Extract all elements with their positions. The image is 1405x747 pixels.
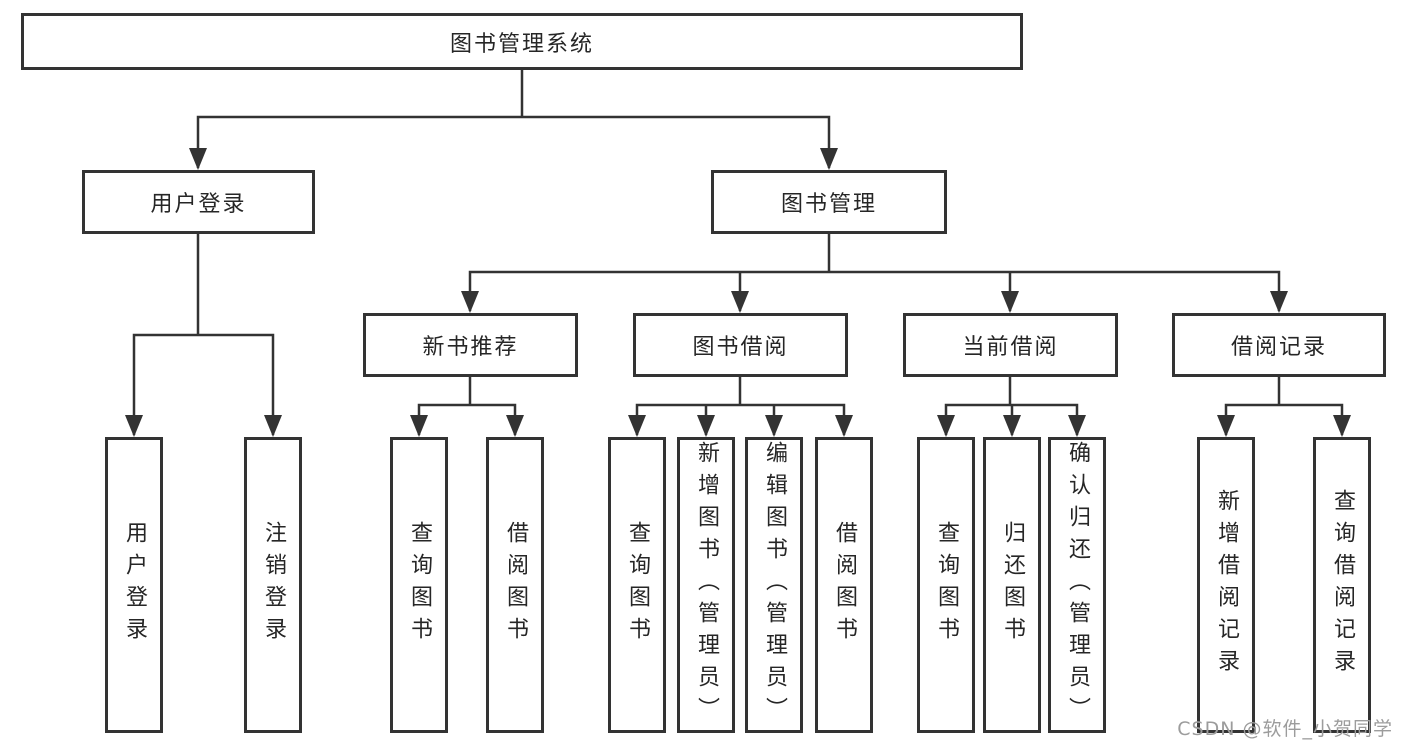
leaf-query-books-recommend: 查询图书: [390, 437, 448, 733]
node-book-borrowing: 图书借阅: [633, 313, 848, 377]
node-current-borrowing: 当前借阅: [903, 313, 1118, 377]
node-user-login: 用户登录: [82, 170, 315, 234]
leaf-add-books-admin: 新增图书（管理员）: [677, 437, 735, 733]
leaf-edit-books-admin: 编辑图书（管理员）: [745, 437, 803, 733]
leaf-query-books-current: 查询图书: [917, 437, 975, 733]
node-library-management-system: 图书管理系统: [21, 13, 1023, 70]
leaf-add-borrow-record: 新增借阅记录: [1197, 437, 1255, 733]
leaf-borrow-books: 借阅图书: [815, 437, 873, 733]
leaf-return-books: 归还图书: [983, 437, 1041, 733]
node-new-book-recommendation: 新书推荐: [363, 313, 578, 377]
leaf-query-borrow-record: 查询借阅记录: [1313, 437, 1371, 733]
leaf-confirm-return-admin: 确认归还（管理员）: [1048, 437, 1106, 733]
leaf-logout: 注销登录: [244, 437, 302, 733]
leaf-borrow-books-recommend: 借阅图书: [486, 437, 544, 733]
node-book-management: 图书管理: [711, 170, 947, 234]
leaf-query-books-borrowing: 查询图书: [608, 437, 666, 733]
node-borrowing-records: 借阅记录: [1172, 313, 1386, 377]
watermark-text: CSDN @软件_小贺同学: [1177, 718, 1393, 740]
leaf-user-login: 用户登录: [105, 437, 163, 733]
